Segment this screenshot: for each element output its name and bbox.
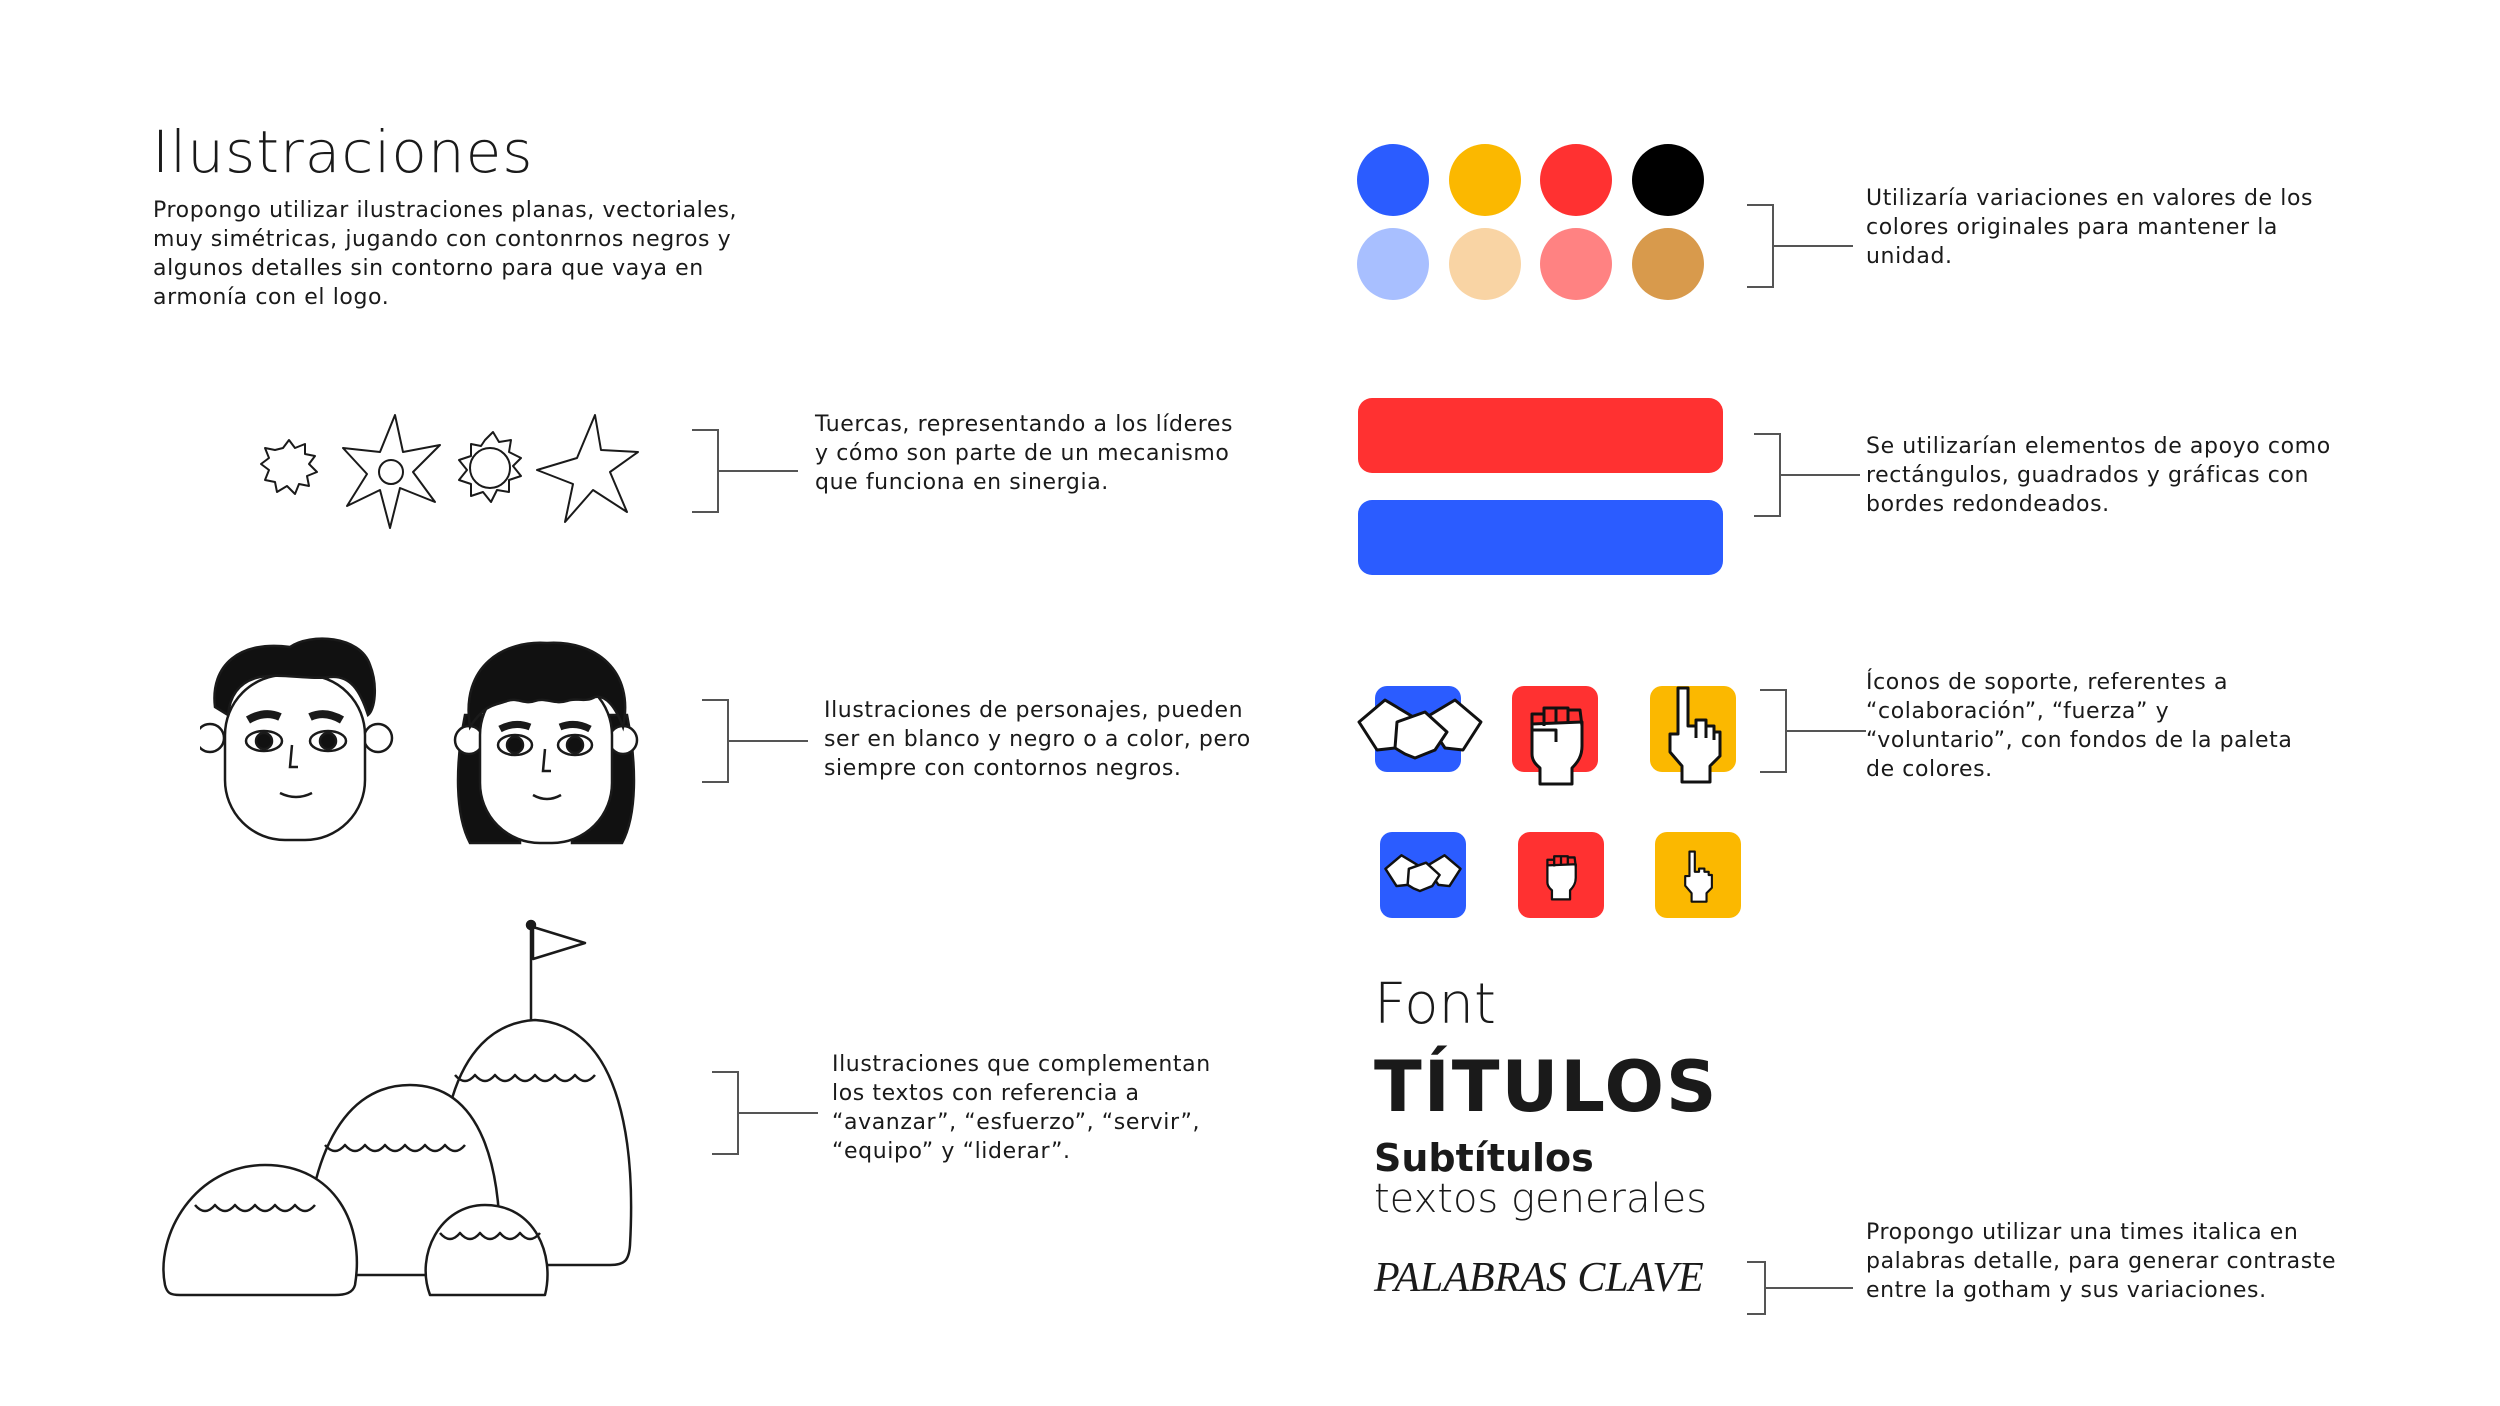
font-titles-sample: TÍTULOS [1374, 1046, 1719, 1128]
handshake-tile [1357, 686, 1483, 772]
color-swatch-red [1540, 144, 1612, 216]
fist-icon [1546, 855, 1577, 901]
fist-tile [1512, 686, 1598, 786]
icons-line: Íconos de soporte, referentes a [1866, 670, 2229, 695]
fist-tile-small [1518, 832, 1604, 918]
font-general-sample: textos generales [1374, 1176, 1708, 1222]
gear-icon [458, 431, 522, 503]
bracket-colors [1747, 204, 1853, 288]
font-keywords-sample: PALABRAS CLAVE [1374, 1255, 1704, 1301]
intro-text: Propongo utilizar ilustraciones planas, … [153, 196, 737, 312]
intro-line: Propongo utilizar ilustraciones planas, … [153, 198, 738, 223]
bracket-icons [1760, 689, 1866, 773]
icons-line: de colores. [1866, 757, 1993, 782]
raised-hand-icon [1684, 850, 1713, 903]
icons-description: Íconos de soporte, referentes a “colabor… [1866, 668, 2292, 784]
fist-icon [1530, 706, 1584, 786]
colors-line: colores originales para mantener la [1866, 215, 2278, 240]
color-swatch-light-blue [1357, 228, 1429, 300]
man-face-icon [200, 637, 394, 842]
support-bar-blue [1358, 500, 1723, 575]
flag-icon [531, 925, 587, 961]
gears-line: y cómo son parte de un mecanismo [815, 441, 1230, 466]
mountains-line: “equipo” y “liderar”. [832, 1139, 1071, 1164]
color-swatch-yellow [1449, 144, 1521, 216]
characters-line: ser en blanco y negro o a color, pero [824, 727, 1251, 752]
color-swatch-black [1632, 144, 1704, 216]
bracket-shapes [1754, 433, 1860, 517]
color-swatch-ochre [1632, 228, 1704, 300]
shapes-line: bordes redondeados. [1866, 492, 2110, 517]
gears-illustration [260, 414, 639, 529]
gear-icon [260, 439, 318, 495]
color-swatch-pink [1540, 228, 1612, 300]
bracket-mountains [712, 1071, 818, 1155]
intro-line: algunos detalles sin contorno para que v… [153, 256, 704, 281]
icons-line: “voluntario”, con fondos de la paleta [1866, 728, 2293, 753]
raised-hand-tile [1650, 686, 1736, 784]
mountains-illustration [162, 919, 633, 1297]
characters-line: siempre con contornos negros. [824, 756, 1182, 781]
woman-face-icon [453, 641, 639, 845]
bracket-gears [692, 429, 798, 513]
icons-line: “colaboración”, “fuerza” y [1866, 699, 2170, 724]
mountain-shape [162, 1163, 359, 1297]
raised-hand-icon [1668, 686, 1722, 784]
star-gear-icon [342, 414, 441, 529]
colors-line: Utilizaría variaciones en valores de los [1866, 186, 2314, 211]
page-title: Ilustraciones [152, 118, 534, 186]
gears-line: Tuercas, representando a los líderes [815, 412, 1234, 437]
handshake-tile-small [1380, 832, 1466, 918]
shapes-line: Se utilizarían elementos de apoyo como [1866, 434, 2331, 459]
raised-hand-tile-small [1655, 832, 1741, 918]
colors-description: Utilizaría variaciones en valores de los… [1866, 184, 2313, 271]
star-gear-center [378, 459, 404, 485]
mountains-line: los textos con referencia a [832, 1081, 1140, 1106]
colors-line: unidad. [1866, 244, 1953, 269]
characters-line: Ilustraciones de personajes, pueden [824, 698, 1244, 723]
gears-line: que funciona en sinergia. [815, 470, 1109, 495]
star-gear-icon [536, 414, 639, 523]
bracket-characters [702, 699, 808, 783]
color-swatch-blue [1357, 144, 1429, 216]
intro-line: armonía con el logo. [153, 285, 390, 310]
color-swatch-peach [1449, 228, 1521, 300]
gear-center [469, 447, 511, 489]
font-subtitles-sample: Subtítulos [1374, 1136, 1594, 1180]
fonts-line: palabras detalle, para generar contraste [1866, 1249, 2337, 1274]
fonts-line: Propongo utilizar una times italica en [1866, 1220, 2299, 1245]
characters-illustration [200, 637, 639, 845]
handshake-icon [1357, 698, 1483, 760]
mountains-line: Ilustraciones que complementan [832, 1052, 1211, 1077]
fonts-line: entre la gotham y sus variaciones. [1866, 1278, 2267, 1303]
mountains-description: Ilustraciones que complementan los texto… [832, 1050, 1211, 1166]
mountains-line: “avanzar”, “esfuerzo”, “servir”, [832, 1110, 1201, 1135]
intro-line: muy simétricas, jugando con contonrnos n… [153, 227, 732, 252]
font-heading: Font [1374, 972, 1496, 1037]
characters-description: Ilustraciones de personajes, pueden ser … [824, 696, 1251, 783]
shapes-description: Se utilizarían elementos de apoyo como r… [1866, 432, 2331, 519]
support-bar-red [1358, 398, 1723, 473]
fonts-description: Propongo utilizar una times italica en p… [1866, 1218, 2336, 1305]
handshake-icon [1384, 854, 1462, 893]
mountain-shape [424, 1203, 549, 1297]
gears-description: Tuercas, representando a los líderes y c… [815, 410, 1233, 497]
shapes-line: rectángulos, guadrados y gráficas con [1866, 463, 2310, 488]
bracket-fonts [1747, 1261, 1853, 1315]
